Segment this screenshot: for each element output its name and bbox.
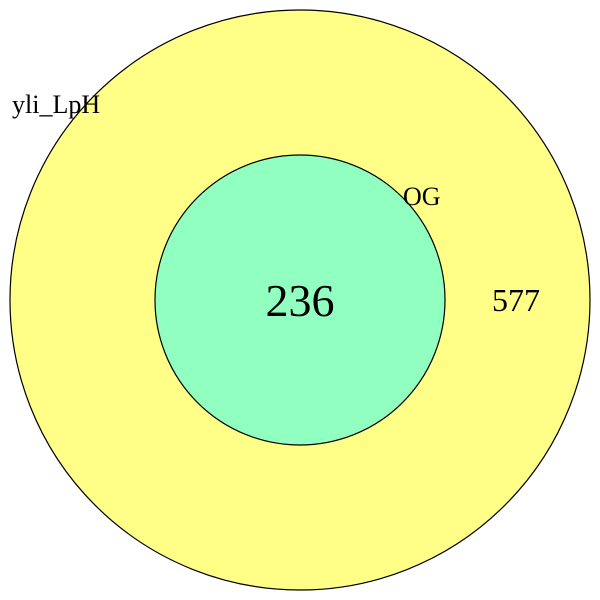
set-label-OG: OG	[403, 182, 441, 211]
set-circle-OG	[154, 154, 446, 446]
region-count-yli_LpH-only: 577	[492, 282, 540, 318]
set-label-yli_LpH: yli_LpH	[12, 90, 100, 119]
region-count-intersection: 236	[266, 275, 335, 326]
